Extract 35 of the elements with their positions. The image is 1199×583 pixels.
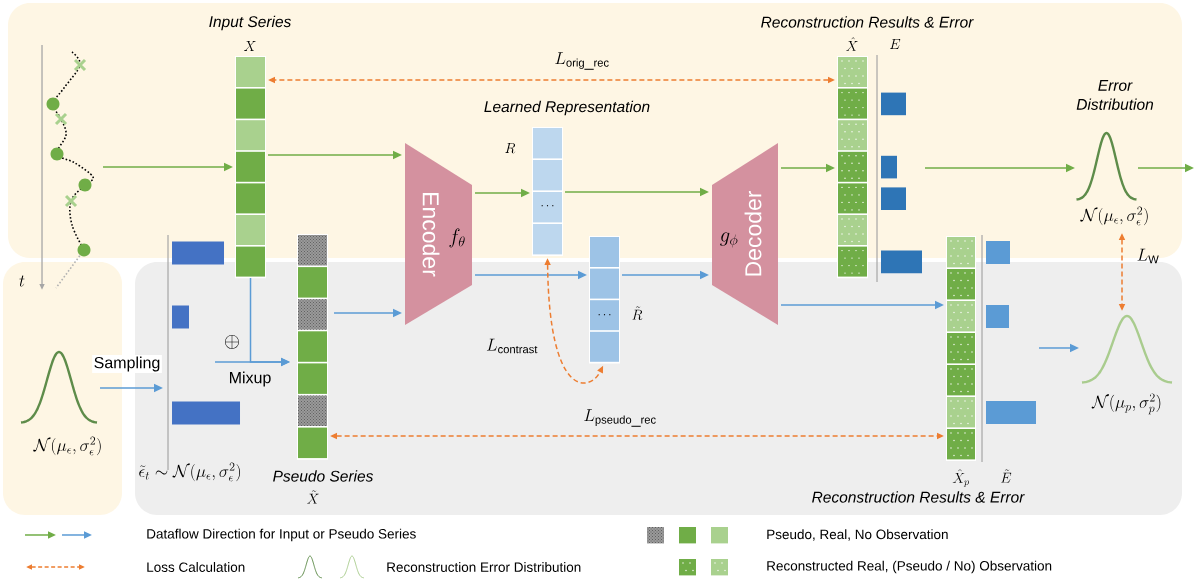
edge-label: $L_{\mathrm{W}}$ [1137,248,1159,264]
symbol-label: $E$ [890,39,901,49]
legend-text: Dataflow Direction for Input or Pseudo Series [147,528,416,542]
symbol-label: $\tilde{E}$ [1001,469,1012,483]
heading: Pseudo Series [273,470,374,482]
formula: $\tilde{\epsilon}_t \sim \mathcal{N}(\mu_\epsilon, \sigma_\epsilon^2)$ [139,462,241,482]
symbol-label: $\oplus$ [225,335,239,349]
heading: Input Series [209,15,292,31]
legend-text: Loss Calculation [147,562,245,572]
symbol-label: $R$ [505,143,516,154]
series-column [298,331,327,426]
heading: Reconstruction Results & Error [812,491,1025,503]
symbol-label: $\tilde{R}$ [632,306,643,320]
symbol-label: $\tilde{X}$ [306,490,319,504]
heading: Error Distribution [1076,80,1154,110]
edge-label: Sampling [92,355,162,373]
heading: Learned Representation [484,100,650,116]
formula: $\mathcal{N}(\mu_p, \sigma_p^2)$ [1091,393,1161,415]
formula: $\mathcal{N}(\mu_\epsilon, \sigma_\epsilon^2)$ [33,436,101,456]
symbol-label: $X$ [243,41,256,51]
encoder-trapezoid: Encoder $f_\theta$ [405,143,472,325]
symbol-label: $\hat{X}_p$ [952,469,969,487]
heading: Reconstruction Results & Error [761,16,974,28]
edge-label: Mixup [227,370,273,388]
symbol-label: $t$ [19,275,25,287]
legend-text: Reconstruction Error Distribution [387,562,581,572]
edge-label: $L_{\mathrm{contrast}}$ [484,337,540,355]
legend-text: Pseudo, Real, No Observation [767,529,948,541]
legend-text: Reconstructed Real, (Pseudo / No) Observation [767,560,1052,574]
representation-column: $\cdots$ [532,127,563,256]
series-column [298,267,327,330]
representation-column: $\cdots$ [589,236,620,364]
decoder-trapezoid: Decoder $g_\phi$ [712,143,778,325]
formula: $\mathcal{N}(\mu_\epsilon, \sigma_\epsilon^2)$ [1080,206,1148,226]
symbol-label: $\hat{X}$ [845,37,858,51]
